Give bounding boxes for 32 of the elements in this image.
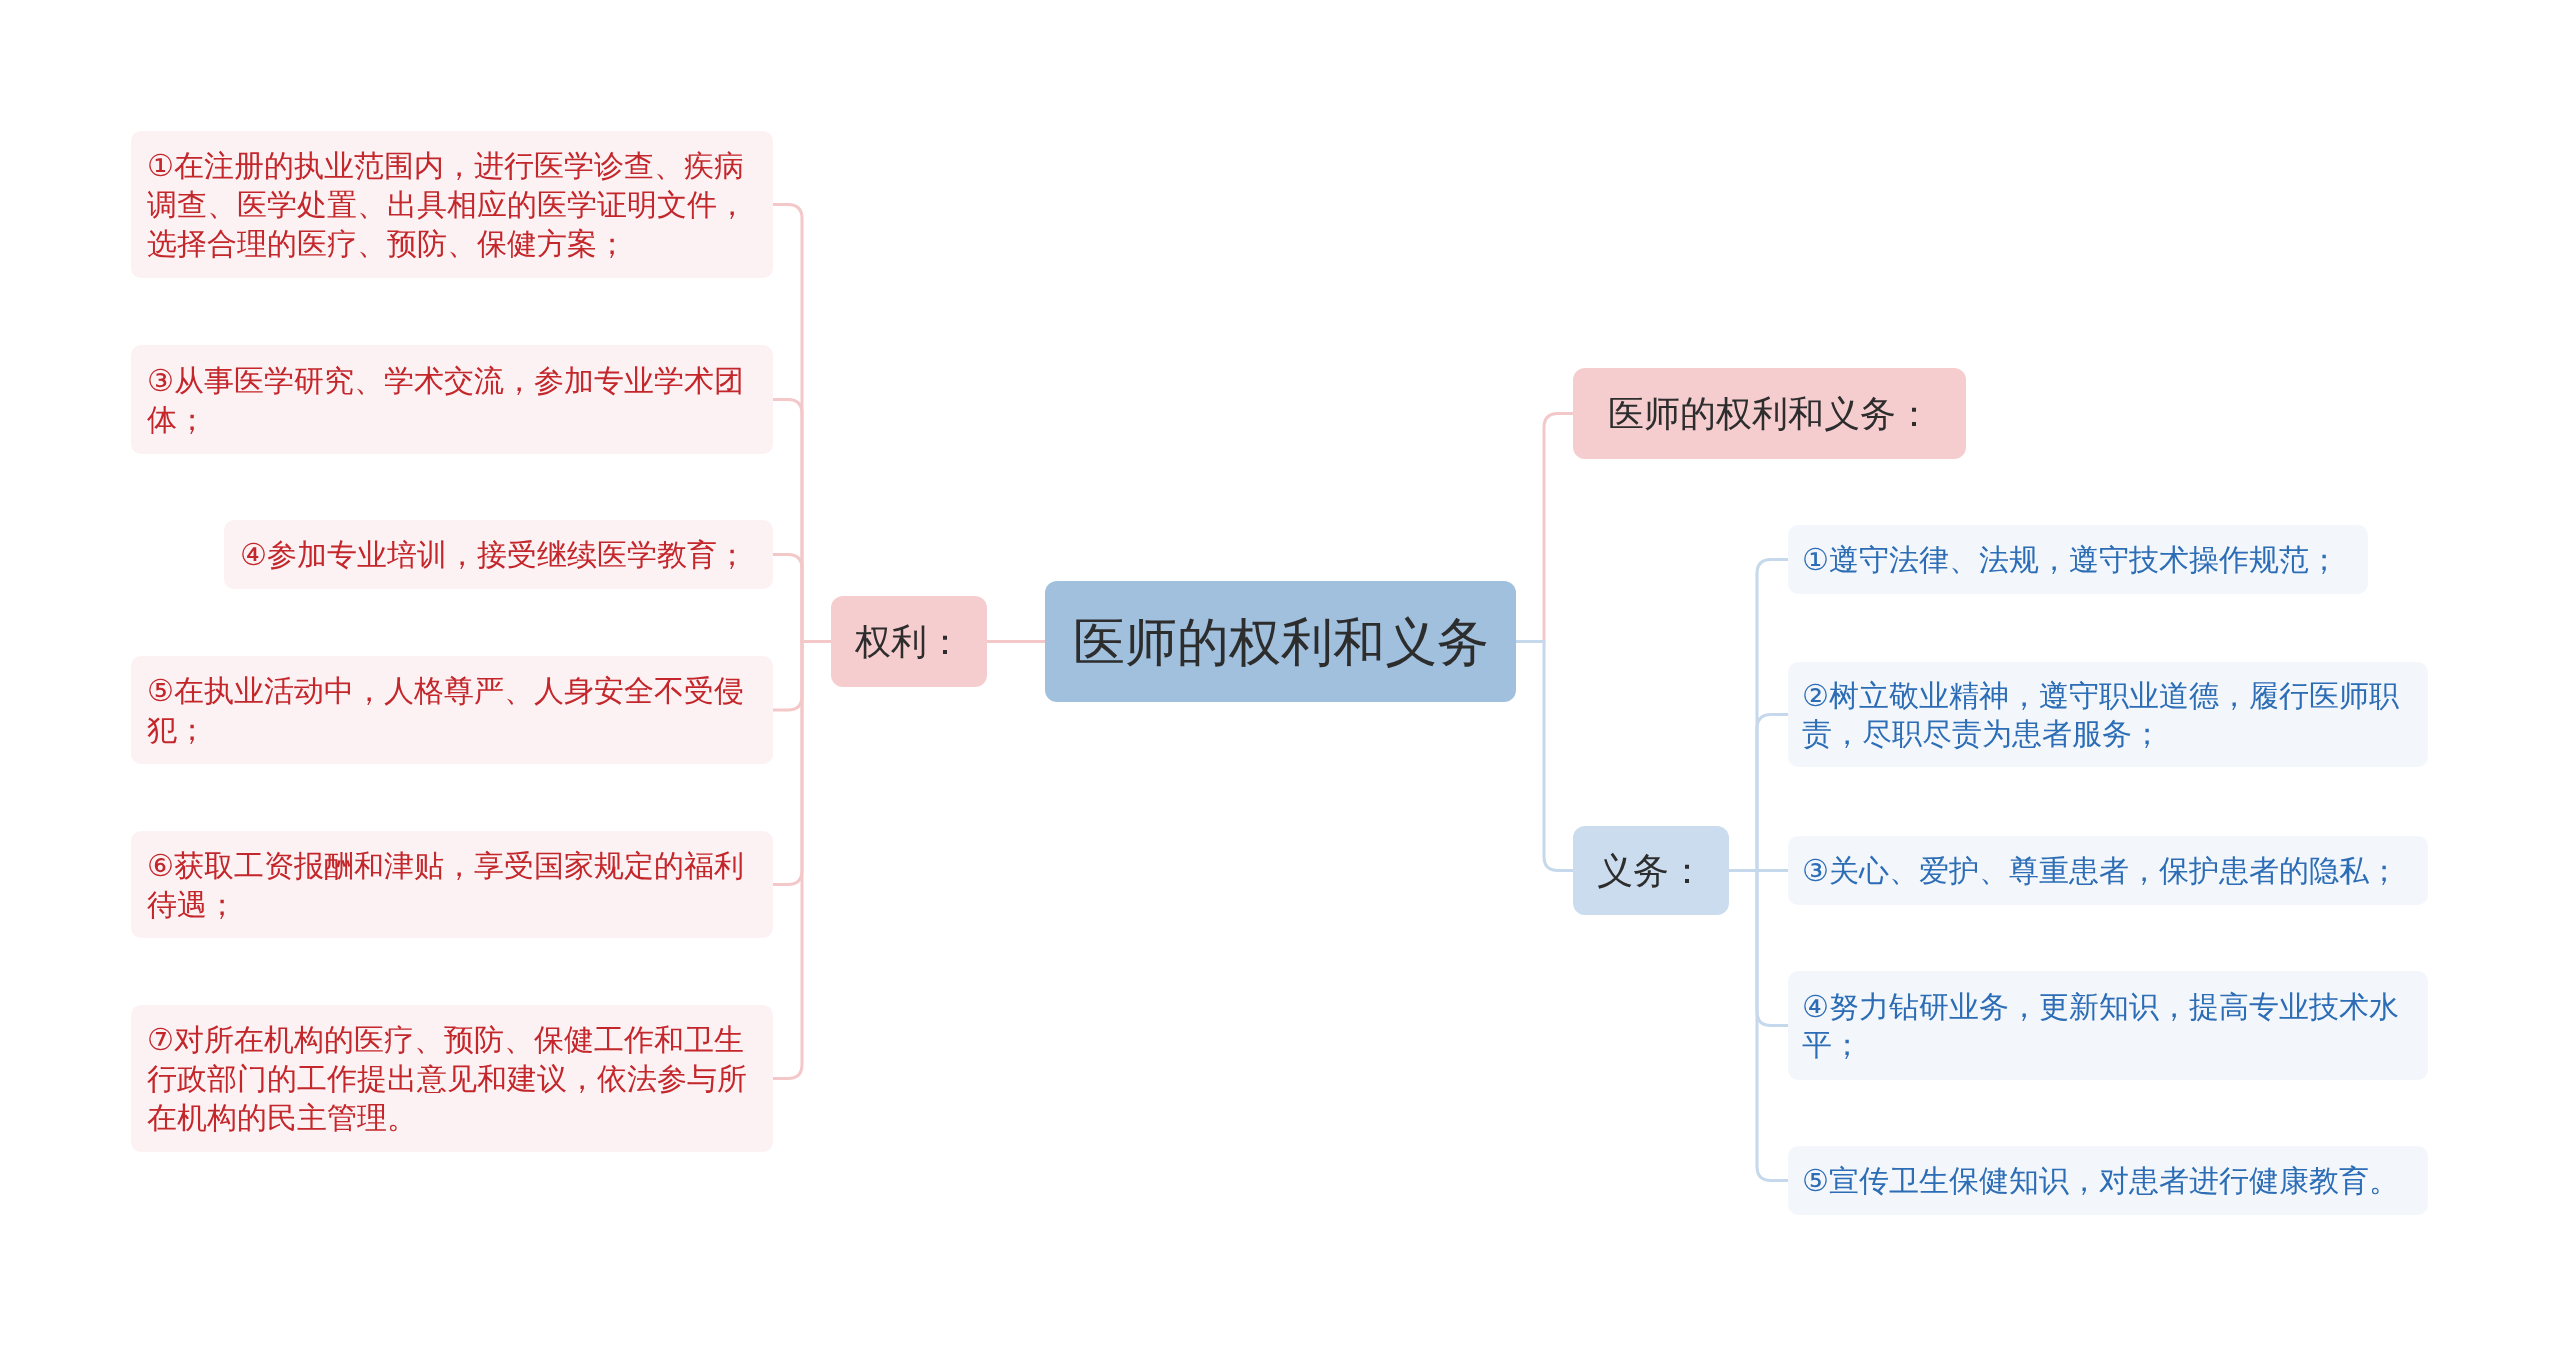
item-text: ④参加专业培训，接受继续医学教育； — [240, 536, 748, 574]
item-text: ⑤宣传卫生保健知识，对患者进行健康教育。 — [1802, 1161, 2400, 1200]
item-box — [1788, 525, 2368, 594]
item-text: ⑦对所在机构的医疗、预防、保健工作和卫生行政部门的工作提出意见和建议，依法参与所在机构的民主管理。 — [147, 1021, 748, 1137]
item-text: ②树立敬业精神，遵守职业道德，履行医师职责，尽职尽责为患者服务； — [1802, 676, 2400, 753]
item-box — [224, 520, 773, 589]
item-box — [1788, 1146, 2428, 1215]
item-box — [131, 831, 773, 938]
item-text: ①遵守法律、法规，遵守技术操作规范； — [1802, 540, 2340, 579]
branch-box — [1573, 826, 1729, 915]
item-text: ④努力钻研业务，更新知识，提高专业技术水平； — [1802, 987, 2400, 1064]
connector-line — [773, 640, 831, 1080]
item-text: ①在注册的执业范围内，进行医学诊查、疾病调查、医学处置、出具相应的医学证明文件，选择合理的医疗、预防、保健方案； — [147, 147, 748, 263]
item-box — [1788, 971, 2428, 1080]
item-text: ⑥获取工资报酬和津贴，享受国家规定的福利待遇； — [147, 846, 745, 924]
branch-box — [831, 596, 987, 687]
item-box — [131, 131, 773, 278]
item-box — [131, 1005, 773, 1152]
item-box — [131, 656, 773, 764]
item-box — [131, 345, 773, 454]
item-text: ③关心、爱护、尊重患者，保护患者的隐私； — [1802, 851, 2400, 890]
branch-text: 医师的权利和义务： — [1607, 391, 1932, 436]
item-text: ⑤在执业活动中，人格尊严、人身安全不受侵犯； — [147, 672, 745, 749]
item-box — [1788, 836, 2428, 905]
connector-line — [987, 640, 1045, 643]
branch-text: 义务： — [1597, 848, 1705, 893]
branch-text: 权利： — [855, 619, 963, 664]
topic-text: 医师的权利和义务 — [1072, 610, 1489, 674]
item-text: ③从事医学研究、学术交流，参加专业学术团体； — [147, 361, 745, 439]
branch-box — [1573, 368, 1966, 459]
item-box — [1788, 662, 2428, 767]
central-topic-box — [1045, 581, 1516, 702]
